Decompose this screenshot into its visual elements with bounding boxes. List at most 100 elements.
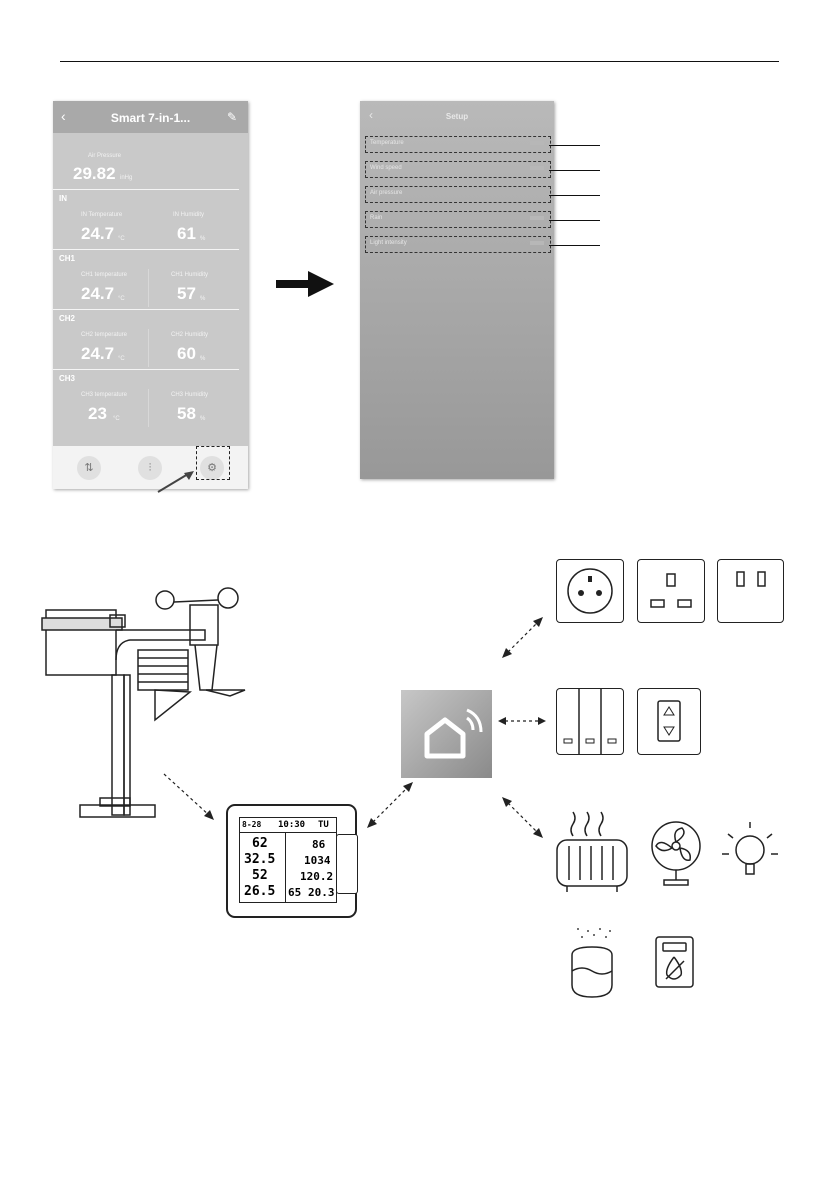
column-divider bbox=[148, 329, 149, 367]
light-bulb-icon bbox=[722, 822, 778, 875]
setup-row-light-intensity[interactable]: Light intensity bbox=[365, 236, 551, 253]
link-dotted-arrow bbox=[498, 717, 546, 725]
lcd-r3-left: 52 bbox=[252, 868, 268, 883]
us-socket-icon bbox=[717, 559, 784, 623]
setup-row-label: Air pressure bbox=[370, 190, 403, 196]
app-title: Smart 7-in-1... bbox=[110, 111, 191, 125]
in-temp-label: IN Temperature bbox=[81, 212, 123, 218]
french-socket-icon bbox=[556, 559, 624, 623]
smart-home-icon bbox=[424, 708, 483, 759]
air-pressure-label: Air Pressure bbox=[88, 153, 122, 159]
back-icon[interactable]: ‹ bbox=[61, 108, 66, 124]
phone-app-screen: ‹ Smart 7-in-1... ✎ Air Pressure 29.82 i… bbox=[53, 101, 248, 489]
ch2-temp-unit: °C bbox=[118, 356, 125, 362]
ch3-temp-value: 23 bbox=[88, 404, 107, 423]
link-dotted-arrow bbox=[367, 782, 413, 828]
setup-row-label: Rain bbox=[370, 215, 383, 221]
console-side-buttons bbox=[336, 834, 358, 894]
ch3-temp-label: CH3 temperature bbox=[81, 392, 128, 398]
air-pressure-unit: inHg bbox=[120, 175, 133, 181]
ch1-humidity-label: CH1 Humidity bbox=[171, 272, 209, 278]
leader-line bbox=[549, 170, 600, 171]
ch1-temp-label: CH1 temperature bbox=[81, 272, 128, 278]
humidifier-icon bbox=[571, 928, 613, 998]
lcd-day: TU bbox=[318, 820, 329, 830]
ch2-humidity-label: CH2 Humidity bbox=[171, 332, 209, 338]
ch1-humidity-unit: % bbox=[200, 296, 206, 302]
lcd-r4-right: 20.3 bbox=[308, 886, 335, 899]
ch2-humidity-value: 60 bbox=[177, 344, 196, 363]
setup-row-rain[interactable]: Rain bbox=[365, 211, 551, 228]
fan-icon bbox=[651, 821, 701, 886]
setup-row-label: Light intensity bbox=[370, 240, 407, 246]
ch3-temp-unit: °C bbox=[113, 416, 120, 422]
lcd-r1-right: 86 bbox=[312, 838, 326, 851]
ch1-temp-unit: °C bbox=[118, 296, 125, 302]
weather-station-sensor bbox=[41, 587, 246, 818]
chart-icon[interactable]: ⫶ bbox=[138, 456, 162, 480]
ch3-humidity-value: 58 bbox=[177, 404, 196, 423]
section-ch1-header: CH1 bbox=[59, 254, 76, 263]
lcd-r2-left: 32.5 bbox=[244, 852, 276, 867]
lcd-r1-left: 62 bbox=[252, 836, 268, 851]
ch2-temp-value: 24.7 bbox=[81, 344, 115, 363]
setup-row-label: Wind speed bbox=[370, 165, 402, 171]
pointer-arrow-icon bbox=[157, 471, 194, 493]
settings-highlight-box bbox=[196, 446, 230, 480]
in-humidity-value: 61 bbox=[177, 224, 196, 243]
lcd-time: 10:30 bbox=[278, 820, 306, 830]
section-ch2-header: CH2 bbox=[59, 314, 76, 323]
smart-home-hub bbox=[401, 690, 492, 778]
leader-line bbox=[549, 145, 600, 146]
setup-title: Setup bbox=[445, 112, 469, 121]
column-divider bbox=[148, 269, 149, 307]
section-ch3-header: CH3 bbox=[59, 374, 76, 383]
right-arrow-icon bbox=[276, 271, 334, 297]
leader-line bbox=[549, 195, 600, 196]
lcd-date: 8-28 bbox=[242, 820, 262, 829]
in-temp-value: 24.7 bbox=[81, 224, 115, 243]
sort-icon[interactable]: ⇅ bbox=[77, 456, 101, 480]
section-in-header: IN bbox=[59, 194, 67, 203]
settings-icon[interactable]: ⚙ bbox=[200, 456, 224, 480]
divider bbox=[53, 309, 239, 310]
setup-row-wind-speed[interactable]: Wind speed bbox=[365, 161, 551, 178]
edit-icon[interactable]: ✎ bbox=[227, 110, 238, 124]
uk-socket-icon bbox=[637, 559, 705, 623]
ch1-temp-value: 24.7 bbox=[81, 284, 115, 303]
link-dotted-arrow bbox=[502, 617, 543, 658]
setup-row-air-pressure[interactable]: Air pressure bbox=[365, 186, 551, 203]
divider bbox=[53, 249, 239, 250]
ch1-humidity-value: 57 bbox=[177, 284, 196, 303]
curtain-switch-icon bbox=[637, 688, 701, 755]
link-dotted-arrow bbox=[163, 773, 214, 820]
column-divider bbox=[148, 389, 149, 427]
setup-row-temperature[interactable]: Temperature bbox=[365, 136, 551, 153]
ch2-humidity-unit: % bbox=[200, 356, 206, 362]
ch2-temp-label: CH2 temperature bbox=[81, 332, 128, 338]
ch3-humidity-label: CH3 Humidity bbox=[171, 392, 209, 398]
lcd-r4-left: 26.5 bbox=[244, 884, 276, 899]
triple-switch-icon bbox=[556, 688, 624, 755]
app-header bbox=[53, 101, 248, 133]
heater-icon bbox=[556, 811, 628, 892]
link-dotted-arrow bbox=[502, 797, 543, 838]
divider bbox=[53, 369, 239, 370]
back-icon[interactable]: ‹ bbox=[369, 108, 373, 122]
console-lcd-screen: 8-28 10:30 TU 62 86 32.5 1034 52 120.2 2… bbox=[239, 817, 337, 903]
setup-row-label: Temperature bbox=[370, 140, 404, 146]
lcd-r3-right: 120.2 bbox=[300, 870, 334, 883]
lcd-r4-mid: 65 bbox=[288, 886, 302, 899]
in-humidity-label: IN Humidity bbox=[173, 212, 205, 218]
setup-screen: ‹ Setup Temperature Wind speed Air press… bbox=[360, 101, 554, 479]
leader-line bbox=[549, 220, 600, 221]
divider bbox=[53, 189, 239, 190]
air-pressure-value: 29.82 bbox=[73, 164, 116, 183]
leader-line bbox=[549, 245, 600, 246]
ch3-humidity-unit: % bbox=[200, 416, 206, 422]
lcd-r2-right: 1034 bbox=[304, 854, 331, 867]
top-separator bbox=[60, 61, 779, 62]
dehumidifier-icon bbox=[655, 936, 694, 988]
in-temp-unit: °C bbox=[118, 236, 125, 242]
in-humidity-unit: % bbox=[200, 236, 206, 242]
